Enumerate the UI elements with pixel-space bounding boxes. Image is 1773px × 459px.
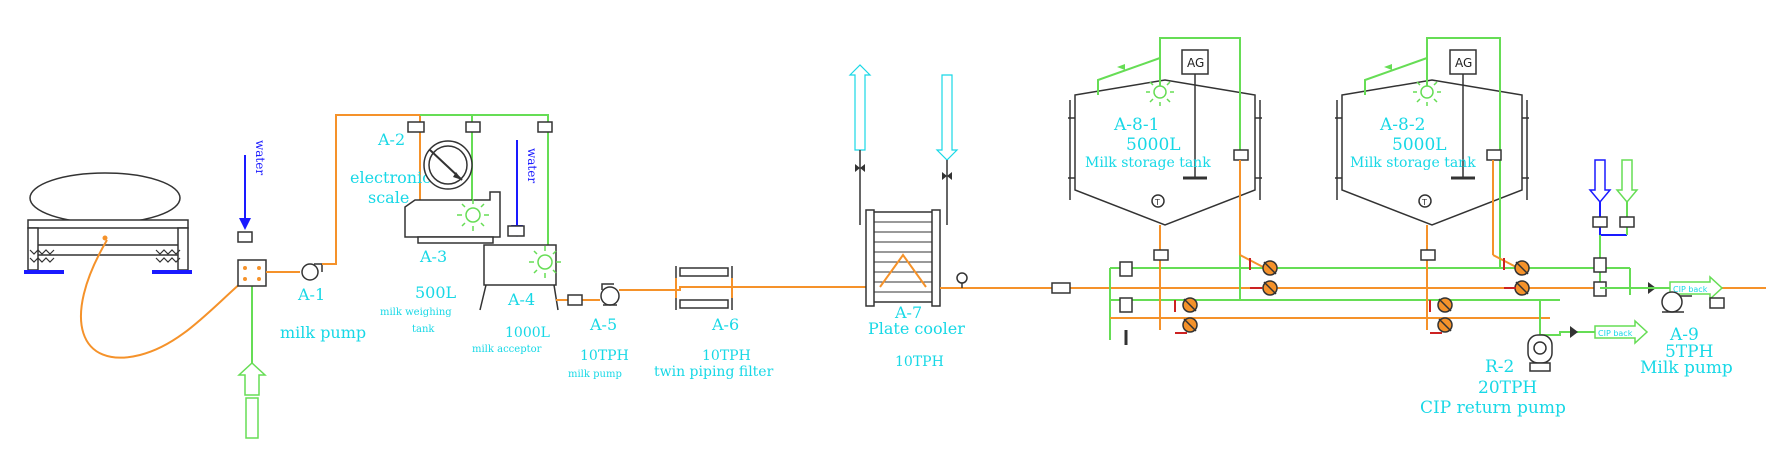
a8-2-tag: A-8-2: [1379, 115, 1425, 135]
a8-2-capacity: 5000L: [1392, 135, 1447, 155]
cip-return-pump-r2[interactable]: [1527, 334, 1553, 372]
a4-name: milk acceptor: [472, 344, 542, 355]
a6-capacity: 10TPH: [702, 348, 751, 364]
utility-in-arrow: [1588, 159, 1612, 204]
a1-tag: A-1: [297, 285, 325, 304]
a9-name: Milk pump: [1640, 358, 1733, 378]
weighing-tank: [404, 191, 501, 238]
a3-name-1: milk weighing: [380, 307, 452, 318]
a6-name: twin piping filter: [654, 364, 774, 380]
valve[interactable]: [567, 294, 583, 306]
a3-tag: A-3: [419, 247, 447, 266]
agitator-label-2: AG: [1455, 56, 1472, 70]
valve[interactable]: [1119, 261, 1133, 277]
electronic-scale-label-2: scale: [368, 188, 409, 207]
cip-back-label-1: CIP back: [1673, 285, 1708, 294]
electronic-scale-label-1: electronic: [350, 168, 431, 187]
a4-tag: A-4: [507, 290, 535, 309]
valve[interactable]: [1486, 149, 1502, 161]
valve[interactable]: [537, 121, 553, 133]
mixproof-valve[interactable]: [1249, 258, 1278, 296]
a8-1-capacity: 5000L: [1126, 135, 1181, 155]
a3-name-2: tank: [412, 324, 435, 335]
sight-glass: [1051, 282, 1071, 294]
cip-back-arrow-2: CIP back: [1594, 319, 1649, 345]
a5-name: milk pump: [568, 369, 622, 380]
milk-storage-tank-a8-1[interactable]: T: [1068, 79, 1262, 226]
svg-text:T: T: [1421, 198, 1427, 207]
r2-name: CIP return pump: [1420, 398, 1566, 418]
cip-back-label-2: CIP back: [1598, 329, 1633, 338]
a7-capacity: 10TPH: [895, 354, 944, 370]
a4-capacity: 1000L: [505, 325, 550, 341]
valve[interactable]: [1592, 216, 1608, 228]
manifold: [237, 259, 267, 287]
milk-storage-tank-a8-2[interactable]: T: [1335, 79, 1529, 226]
spray-ball-icon: [1146, 78, 1174, 106]
a8-1-name: Milk storage tank: [1085, 155, 1211, 171]
a5-tag: A-5: [589, 315, 617, 334]
agitator-motor-1: [1181, 49, 1209, 75]
a9-capacity: 5TPH: [1665, 342, 1713, 362]
cip-in-arrow: [1615, 159, 1639, 204]
svg-text:T: T: [1154, 198, 1160, 207]
milk-pump-a9[interactable]: [1661, 291, 1692, 313]
a8-2-name: Milk storage tank: [1350, 155, 1476, 171]
valve[interactable]: [1619, 216, 1635, 228]
a8-1-tag: A-8-1: [1113, 115, 1159, 135]
r2-tag: R-2: [1485, 357, 1514, 377]
spray-ball-icon: [457, 199, 489, 231]
thermometer-icon: [956, 272, 968, 288]
agitator-label-1: AG: [1187, 56, 1204, 70]
valve[interactable]: [465, 121, 481, 133]
twin-piping-filter[interactable]: [675, 266, 733, 310]
valve[interactable]: [1593, 257, 1607, 273]
milk-tanker: [24, 172, 192, 274]
a3-capacity: 500L: [415, 283, 457, 302]
a7-name: Plate cooler: [868, 319, 965, 338]
valve[interactable]: [1153, 249, 1169, 261]
ice-water-in-arrow: [848, 64, 872, 151]
a2-tag: A-2: [377, 130, 405, 149]
milk-pump-a1[interactable]: [301, 263, 323, 281]
a9-tag: A-9: [1669, 325, 1699, 345]
valve[interactable]: [855, 164, 865, 172]
water-label-2: water: [525, 148, 539, 183]
spray-ball-icon: [529, 246, 561, 278]
valve[interactable]: [1119, 297, 1133, 313]
milk-pump-a5[interactable]: [600, 283, 620, 306]
water-label-1: water: [253, 140, 267, 175]
a1-name: milk pump: [280, 323, 366, 342]
tanker-hose: [80, 239, 243, 359]
r2-capacity: 20TPH: [1478, 378, 1537, 398]
valve[interactable]: [1420, 249, 1436, 261]
mixproof-valve[interactable]: [1174, 297, 1198, 334]
plate-cooler[interactable]: [865, 209, 941, 307]
a5-capacity: 10TPH: [580, 348, 629, 364]
a7-tag: A-7: [894, 303, 922, 322]
valve[interactable]: [237, 231, 253, 243]
valve[interactable]: [942, 172, 952, 180]
valve[interactable]: [507, 225, 525, 237]
ice-water-out-arrow: [935, 74, 959, 161]
mixproof-valve[interactable]: [1429, 297, 1453, 334]
scale-gauge-icon: [423, 140, 473, 190]
valve[interactable]: [1709, 297, 1725, 309]
a6-tag: A-6: [711, 315, 739, 334]
mixproof-valve[interactable]: [1503, 258, 1530, 296]
cip-inlet-arrow: [237, 361, 267, 439]
valve[interactable]: [1233, 149, 1249, 161]
valve[interactable]: [407, 121, 425, 133]
